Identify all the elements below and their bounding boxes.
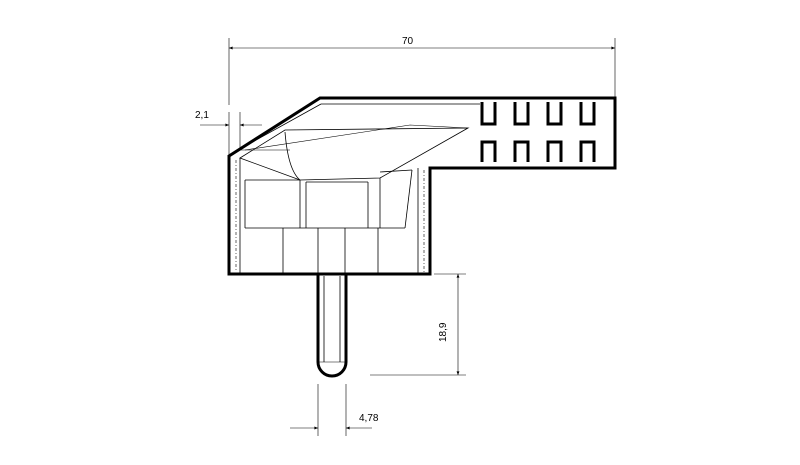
dimension-wall-thickness: 2,1 bbox=[195, 110, 262, 158]
dimension-pin-length: 18,9 bbox=[370, 273, 466, 376]
dim-label-pin-diameter: 4,78 bbox=[359, 413, 379, 424]
dimension-overall-width: 70 bbox=[228, 36, 616, 105]
dim-label-wall-thickness: 2,1 bbox=[195, 110, 209, 121]
inner-cavity bbox=[239, 124, 470, 274]
plug-pin bbox=[316, 274, 348, 378]
plug-body bbox=[227, 96, 617, 276]
dim-label-overall-width: 70 bbox=[402, 36, 414, 47]
strain-relief-grip bbox=[480, 102, 596, 162]
dim-label-pin-length: 18,9 bbox=[438, 322, 449, 342]
dimension-pin-diameter: 4,78 bbox=[290, 384, 379, 436]
